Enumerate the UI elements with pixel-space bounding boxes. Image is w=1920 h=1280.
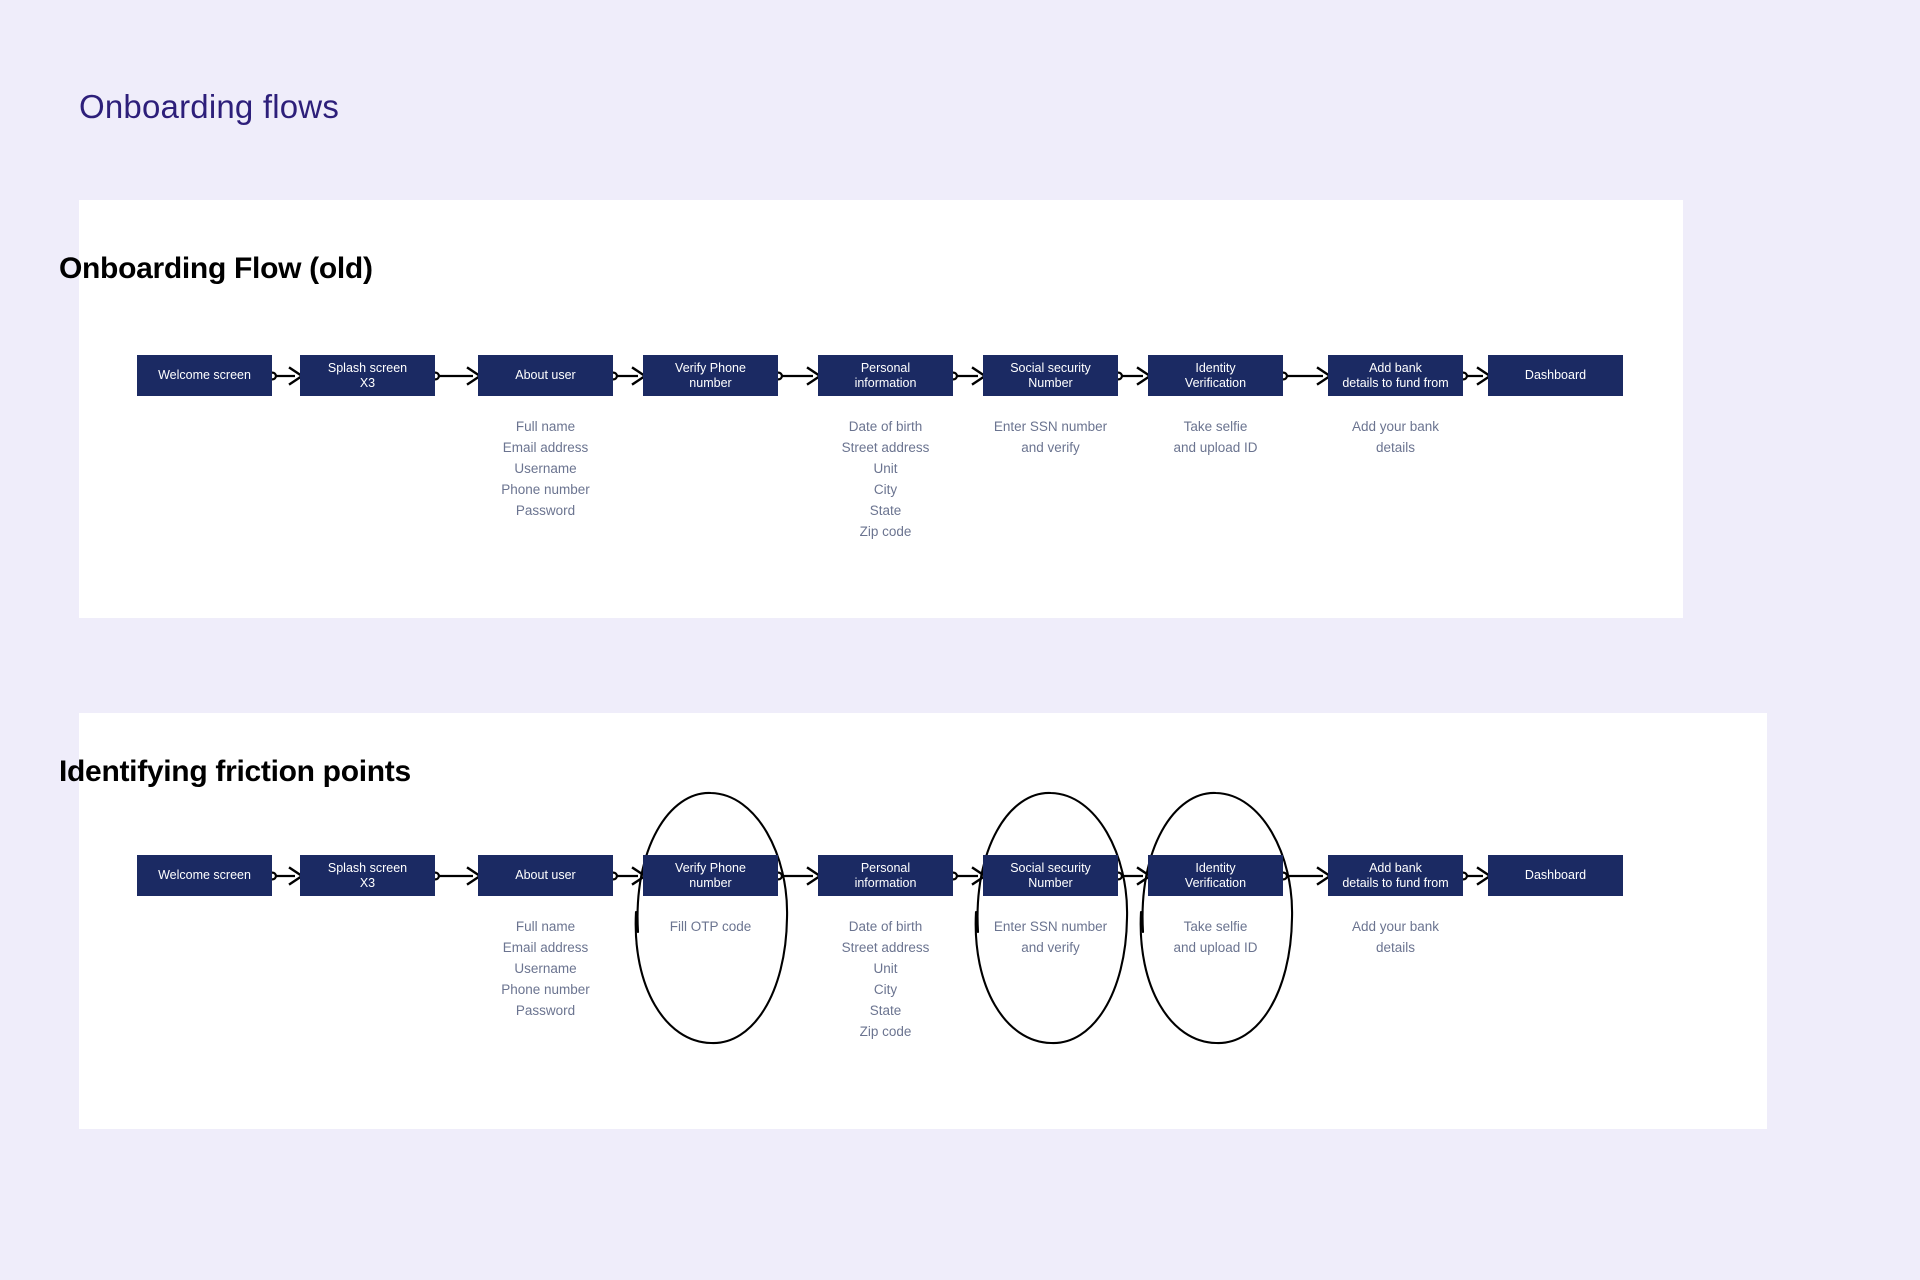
flow-node-sublabel-add-bank-details: Add your bank details: [1351, 419, 1440, 455]
flow-node-sublabel-identity-verify: Take selfie and upload ID: [1173, 419, 1258, 455]
flow-node-splash-screen[interactable]: Splash screen X3: [300, 855, 435, 896]
flow-connector: [431, 865, 482, 886]
flow-node-about-user[interactable]: About user: [478, 855, 613, 896]
page-title: Onboarding flows: [79, 88, 340, 125]
flow-node-add-bank-details[interactable]: Add bank details to fund from: [1328, 355, 1463, 396]
flow-connector: [609, 865, 647, 886]
flow-node-sublabel-add-bank-details: Add your bank details: [1351, 919, 1440, 955]
flow-node-sublabel-personal-info: Date of birth Street address Unit City S…: [841, 419, 930, 539]
flow-node-identity-verify[interactable]: Identity Verification: [1148, 355, 1283, 396]
flow-connector: [431, 365, 482, 386]
flow-connector: [1114, 865, 1152, 886]
flow-node-sublabel-social-security: Enter SSN number and verify: [993, 419, 1108, 455]
flow-node-welcome-screen[interactable]: Welcome screen: [137, 355, 272, 396]
flow-connector: [949, 865, 987, 886]
flow-connector: [268, 365, 304, 386]
flow-node-personal-info[interactable]: Personal information: [818, 355, 953, 396]
flow-node-sublabel-about-user: Full name Email address Username Phone n…: [501, 919, 590, 1018]
flow-connector: [1279, 865, 1332, 886]
section-title-friction-points: Identifying friction points: [59, 755, 411, 788]
flow-node-welcome-screen[interactable]: Welcome screen: [137, 855, 272, 896]
flow-node-splash-screen[interactable]: Splash screen X3: [300, 355, 435, 396]
flow-node-add-bank-details[interactable]: Add bank details to fund from: [1328, 855, 1463, 896]
flow-node-about-user[interactable]: About user: [478, 355, 613, 396]
flow-node-personal-info[interactable]: Personal information: [818, 855, 953, 896]
flow-connector: [774, 365, 822, 386]
flow-node-verify-phone[interactable]: Verify Phone number: [643, 355, 778, 396]
flow-node-social-security[interactable]: Social security Number: [983, 855, 1118, 896]
flow-node-sublabel-identity-verify: Take selfie and upload ID: [1173, 919, 1258, 955]
flow-node-social-security[interactable]: Social security Number: [983, 355, 1118, 396]
flow-node-dashboard[interactable]: Dashboard: [1488, 355, 1623, 396]
section-title-onboarding-old: Onboarding Flow (old): [59, 252, 373, 285]
flow-node-dashboard[interactable]: Dashboard: [1488, 855, 1623, 896]
flow-connector: [268, 865, 304, 886]
flow-node-sublabel-personal-info: Date of birth Street address Unit City S…: [841, 919, 930, 1039]
friction-highlight-ellipse: [634, 791, 788, 1044]
flow-connector: [774, 865, 822, 886]
flow-node-sublabel-social-security: Enter SSN number and verify: [993, 919, 1108, 955]
flow-node-sublabel-about-user: Full name Email address Username Phone n…: [501, 419, 590, 518]
flow-connector: [1279, 365, 1332, 386]
friction-highlight-ellipse: [1139, 791, 1293, 1044]
flow-node-verify-phone[interactable]: Verify Phone number: [643, 855, 778, 896]
flow-card-onboarding-old: [79, 200, 1683, 618]
flow-connector: [949, 365, 987, 386]
flow-node-sublabel-verify-phone: Fill OTP code: [669, 919, 752, 934]
flow-connector: [609, 365, 647, 386]
flow-card-friction-points: [79, 713, 1767, 1129]
flow-connector: [1114, 365, 1152, 386]
friction-highlight-ellipse: [974, 791, 1128, 1044]
flow-node-identity-verify[interactable]: Identity Verification: [1148, 855, 1283, 896]
